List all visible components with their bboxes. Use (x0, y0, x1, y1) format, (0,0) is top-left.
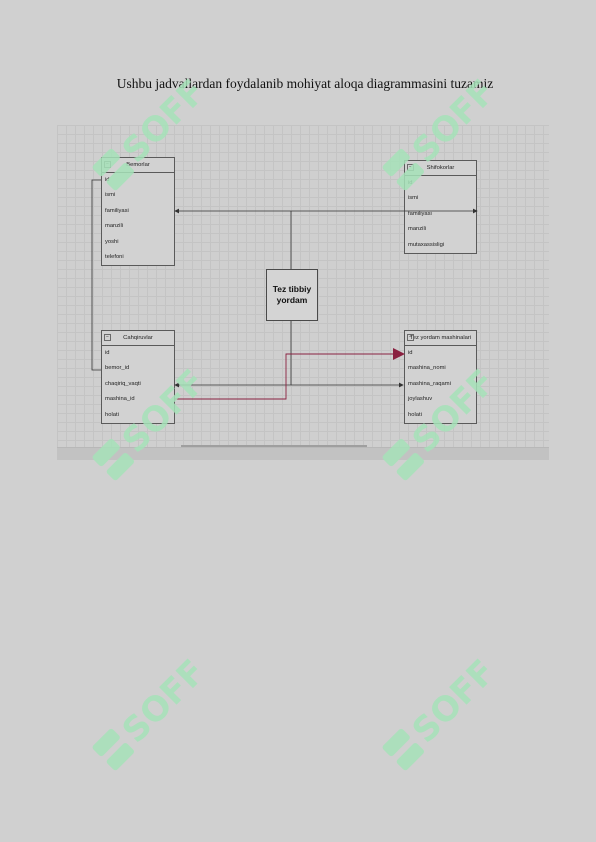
entity-field: mashina_raqami (408, 380, 451, 387)
entity-field: ismi (105, 192, 116, 199)
entity-field: id (105, 350, 110, 356)
entity-field: holati (408, 411, 422, 418)
entity-field: holati (105, 411, 119, 418)
watermark-logo: SOFF (92, 652, 214, 771)
watermark-logo: SOFF (382, 362, 504, 481)
entity-title: Tez yordam mashinalari (409, 335, 472, 341)
entity-field: telefoni (105, 253, 124, 260)
entity-mashinalar[interactable]: − Tez yordam mashinalari id mashina_nomi… (404, 330, 477, 424)
svg-text:SOFF: SOFF (115, 72, 214, 171)
highlight-arrow-head (393, 348, 405, 360)
connector-bemor-id (91, 179, 101, 371)
scrollbar-track[interactable] (57, 447, 549, 460)
entity-field: yoshi (105, 238, 119, 245)
relationship-box[interactable]: Tez tibbiy yordam (266, 269, 318, 321)
entity-title: Cahqiruvlar (123, 335, 153, 341)
entity-field: joylashuv (408, 396, 433, 403)
entity-header: − Tez yordam mashinalari (405, 331, 476, 346)
entity-field: chaqiriq_vaqti (105, 380, 141, 387)
watermark-logo: SOFF (92, 362, 214, 481)
entity-field: mashina_id (105, 396, 135, 403)
relationship-label-line1: Tez tibbiy (272, 284, 312, 294)
entity-field: familiyasi (105, 207, 129, 214)
entity-field: manzili (105, 223, 124, 230)
relationship-label-line2: yordam (276, 295, 308, 305)
entity-chaqiruvlar[interactable]: − Cahqiruvlar id bemor_id chaqiriq_vaqti… (101, 330, 175, 424)
entity-title: Shifokorlar (426, 165, 455, 171)
entity-field: ismi (408, 195, 419, 202)
entity-field: id (408, 350, 413, 356)
entity-field: bemor_id (105, 365, 130, 372)
watermark-logo: SOFF (382, 652, 504, 771)
connector-lines (91, 179, 478, 400)
entity-field: manzili (408, 226, 427, 233)
collapse-icon[interactable]: − (407, 334, 414, 341)
svg-text:SOFF: SOFF (115, 362, 214, 461)
page-title: Ushbu jadvallardan foydalanib mohiyat al… (116, 76, 494, 91)
entity-field: familiyasi (408, 210, 432, 217)
entity-field: mashina_nomi (408, 365, 446, 372)
svg-text:SOFF: SOFF (405, 72, 504, 171)
watermark-logo: SOFF (382, 72, 504, 191)
entity-header: − Cahqiruvlar (102, 331, 174, 346)
watermark-logo: SOFF (92, 72, 214, 191)
collapse-icon[interactable]: − (104, 334, 111, 341)
svg-text:SOFF: SOFF (115, 652, 214, 751)
connector-mashina-id (175, 353, 403, 400)
scrollbar-thumb[interactable] (181, 445, 367, 447)
entity-title: Bemorlar (126, 162, 150, 168)
svg-text:SOFF: SOFF (405, 652, 504, 751)
entity-field: mutaxassisligi (408, 241, 445, 248)
er-diagram: − Bemorlar id ismi familiyasi manzili yo… (57, 125, 549, 460)
svg-text:SOFF: SOFF (405, 362, 504, 461)
